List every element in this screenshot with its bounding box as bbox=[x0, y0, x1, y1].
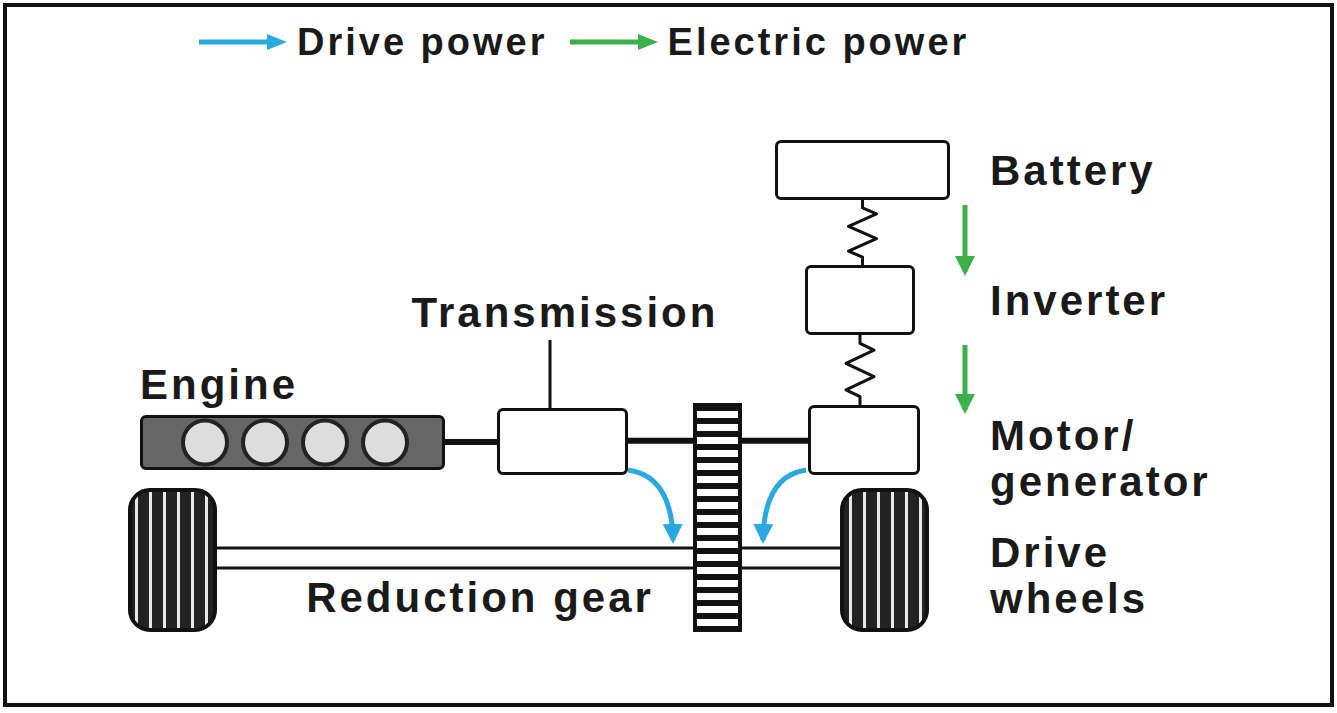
frame bbox=[5, 5, 1332, 705]
node-label: Motor/ generator bbox=[990, 413, 1275, 505]
legend: Drive power Electric power bbox=[195, 20, 987, 64]
electric-wire bbox=[846, 335, 874, 405]
node-label: Inverter bbox=[990, 278, 1290, 324]
transmission-box: Transmission bbox=[497, 408, 628, 475]
legend-arrowhead bbox=[638, 34, 658, 50]
battery-box: Battery bbox=[775, 140, 950, 200]
axle-line bbox=[180, 567, 880, 570]
legend-text: Drive power bbox=[297, 20, 548, 64]
legend-item: Drive power bbox=[195, 20, 548, 64]
node-label: Engine bbox=[140, 362, 440, 408]
inverter-box: Inverter bbox=[805, 265, 915, 335]
cylinder bbox=[183, 421, 227, 465]
part-label: Reduction gear bbox=[300, 575, 660, 621]
wheel bbox=[842, 490, 927, 630]
node-label: Transmission bbox=[345, 290, 785, 336]
cylinder bbox=[243, 421, 287, 465]
drive-shaft bbox=[445, 439, 497, 445]
electric-wire bbox=[849, 200, 877, 265]
engine-cylinders bbox=[143, 418, 442, 467]
electric-power-arrow bbox=[963, 205, 968, 272]
reduction-gear bbox=[695, 405, 740, 630]
axle-line bbox=[180, 547, 880, 550]
electric-power-arrow bbox=[963, 345, 968, 410]
drive-power-arrow bbox=[763, 470, 806, 540]
electric-power-sample bbox=[566, 32, 662, 52]
legend-line bbox=[199, 40, 273, 45]
legend-item: Electric power bbox=[566, 20, 970, 64]
cylinder bbox=[303, 421, 347, 465]
wheel bbox=[130, 490, 215, 630]
drive-power-arrow bbox=[628, 470, 673, 540]
legend-arrowhead bbox=[267, 34, 287, 50]
cylinder bbox=[363, 421, 407, 465]
engine-block: Engine bbox=[140, 415, 445, 470]
legend-text: Electric power bbox=[668, 20, 970, 64]
node-label: Battery bbox=[990, 148, 1290, 194]
drive-power-sample bbox=[195, 32, 291, 52]
motor-generator-box: Motor/ generator bbox=[808, 405, 920, 475]
legend-line bbox=[570, 40, 644, 45]
part-label: Drive wheels bbox=[990, 530, 1205, 622]
leader-line bbox=[549, 340, 552, 408]
